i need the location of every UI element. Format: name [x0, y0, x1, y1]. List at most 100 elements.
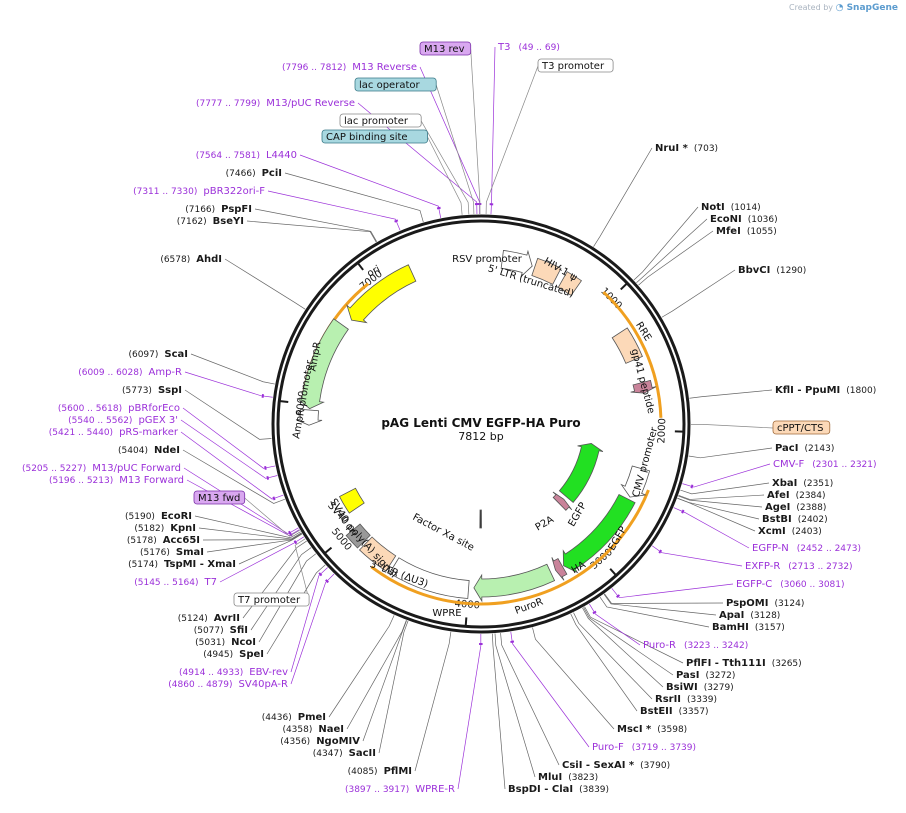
cut-site-pcii[interactable]: (7466)PciI — [226, 168, 282, 179]
cut-site-afei[interactable]: AfeI(2384) — [767, 490, 826, 501]
primer-m13-puc-reverse[interactable]: (7777 .. 7799)M13/pUC Reverse — [196, 98, 355, 109]
primer-position: (3060 .. 3081) — [780, 580, 844, 590]
cut-site-csii-sexai[interactable]: CsiI - SexAI *(3790) — [562, 760, 670, 771]
cut-site-smai[interactable]: (5176)SmaI — [140, 547, 204, 558]
cut-site-acc65i[interactable]: (5178)Acc65I — [127, 535, 200, 546]
primer-puro-r[interactable]: Puro-R(3223 .. 3242) — [643, 640, 748, 651]
feature-puror[interactable] — [474, 564, 555, 601]
cut-site-paci[interactable]: PacI(2143) — [775, 443, 834, 454]
primer-position: (49 .. 69) — [518, 43, 559, 53]
feature-factor-xa-site[interactable] — [480, 510, 482, 528]
primer-m13-forward[interactable]: (5196 .. 5213)M13 Forward — [49, 475, 184, 486]
cut-site-ndei[interactable]: (5404)NdeI — [118, 445, 180, 456]
primer-ebv-rev[interactable]: (4914 .. 4933)EBV-rev — [179, 667, 288, 678]
cut-site-bbvci[interactable]: BbvCI(1290) — [738, 265, 806, 276]
cut-site-ecori[interactable]: (5190)EcoRI — [125, 511, 192, 522]
primer-prs-marker[interactable]: (5421 .. 5440)pRS-marker — [49, 427, 179, 438]
cut-site-position: (3790) — [640, 761, 670, 771]
primer-leader-egfp-c — [612, 584, 733, 598]
primer-name: pBRforEco — [128, 403, 180, 414]
primer-m13-puc-forward[interactable]: (5205 .. 5227)M13/pUC Forward — [22, 463, 181, 474]
cut-site-pmei[interactable]: (4436)PmeI — [262, 712, 326, 723]
feature-tag-lac-promoter[interactable]: lac promoter — [340, 114, 421, 127]
primer-l4440[interactable]: (7564 .. 7581)L4440 — [196, 150, 297, 161]
cut-site-sfii[interactable]: (5077)SfiI — [194, 625, 248, 636]
cut-site-pflfi-tth111i[interactable]: PflFI - Tth111I(3265) — [686, 658, 802, 669]
primer-pbr322ori-f[interactable]: (7311 .. 7330)pBR322ori-F — [133, 186, 265, 197]
cut-site-position: (3265) — [772, 659, 802, 669]
leader-nrui — [594, 148, 652, 247]
cut-site-name: PciI — [262, 168, 282, 179]
cut-site-name: MscI * — [617, 724, 652, 735]
cut-site-pasi[interactable]: PasI(3272) — [676, 670, 735, 681]
cut-site-scai[interactable]: (6097)ScaI — [128, 349, 188, 360]
feature-tag-cap-binding-site[interactable]: CAP binding site — [322, 130, 428, 143]
primer-m13-reverse[interactable]: (7796 .. 7812)M13 Reverse — [282, 62, 417, 73]
feature-egfp[interactable] — [559, 443, 602, 502]
cut-site-xcmi[interactable]: XcmI(2403) — [758, 526, 822, 537]
cut-site-mfei[interactable]: MfeI(1055) — [716, 226, 777, 237]
primer-position: (4860 .. 4879) — [168, 680, 232, 690]
primer-t3[interactable]: T3(49 .. 69) — [497, 42, 560, 53]
cut-site-bamhi[interactable]: BamHI(3157) — [712, 622, 785, 633]
primer-egfp-n[interactable]: EGFP-N(2452 .. 2473) — [752, 543, 861, 554]
cut-site-kfli-ppumi[interactable]: KflI - PpuMI(1800) — [775, 385, 876, 396]
primer-egfp-c[interactable]: EGFP-C(3060 .. 3081) — [736, 579, 845, 590]
cut-site-xbai[interactable]: XbaI(2351) — [772, 478, 833, 489]
primer-name: EXFP-R — [745, 561, 780, 572]
feature-tag-leader-cap-binding-site — [428, 137, 463, 215]
cut-site-econi[interactable]: EcoNI(1036) — [710, 214, 778, 225]
cut-site-ahdi[interactable]: (6578)AhdI — [160, 254, 222, 265]
feature-tag-t3-promoter[interactable]: T3 promoter — [538, 59, 613, 72]
primer-cmv-f[interactable]: CMV-F(2301 .. 2321) — [773, 459, 877, 470]
cut-site-name: SacII — [349, 748, 376, 759]
primer-pgex-3[interactable]: (5540 .. 5562)pGEX 3' — [68, 415, 178, 426]
primer-puro-f[interactable]: Puro-F(3719 .. 3739) — [592, 742, 696, 753]
primer-t7[interactable]: (5145 .. 5164)T7 — [134, 577, 217, 588]
cut-site-naei[interactable]: (4358)NaeI — [282, 724, 344, 735]
leader-ngomiv — [363, 620, 407, 741]
cut-site-spei[interactable]: (4945)SpeI — [203, 649, 264, 660]
cut-site-avrii[interactable]: (5124)AvrII — [178, 613, 240, 624]
primer-pbrforeco[interactable]: (5600 .. 5618) pBRforEco — [58, 403, 180, 414]
primer-position: (5600 .. 5618) — [58, 404, 122, 414]
cut-site-bstbi[interactable]: BstBI(2402) — [762, 514, 828, 525]
cut-site-pspfi[interactable]: (7166)PspFI — [185, 204, 252, 215]
cut-site-ngomiv[interactable]: (4356)NgoMIV — [280, 736, 360, 747]
cut-site-ncoi[interactable]: (5031)NcoI — [195, 637, 256, 648]
primer-name: pGEX 3' — [138, 415, 178, 426]
leader-bseyi — [247, 221, 376, 242]
feature-tag-t7-promoter[interactable]: T7 promoter — [234, 593, 309, 606]
cut-site-pflmi[interactable]: (4085)PflMI — [348, 766, 412, 777]
cut-site-mlui[interactable]: MluI(3823) — [538, 772, 598, 783]
cut-site-name: ApaI — [719, 610, 744, 621]
cut-site-bseyi[interactable]: (7162)BseYI — [177, 216, 244, 227]
cut-site-pspomi[interactable]: PspOMI(3124) — [726, 598, 804, 609]
feature-tag-lac-operator[interactable]: lac operator — [355, 78, 436, 91]
primer-exfp-r[interactable]: EXFP-R(2713 .. 2732) — [745, 561, 853, 572]
primer-sv40pa-r[interactable]: (4860 .. 4879)SV40pA-R — [168, 679, 288, 690]
cut-site-sacii[interactable]: (4347)SacII — [313, 748, 376, 759]
cut-site-sspi[interactable]: (5773)SspI — [122, 385, 182, 396]
cut-site-nrui[interactable]: NruI *(703) — [655, 143, 718, 154]
feature-tag-m13-rev[interactable]: M13 rev — [420, 42, 471, 55]
tick-mark-3000 — [610, 569, 615, 575]
cut-site-name: AfeI — [767, 490, 790, 501]
cut-site-bsiwi[interactable]: BsiWI(3279) — [666, 682, 734, 693]
primer-amp-r[interactable]: (6009 .. 6028)Amp-R — [78, 367, 182, 378]
tick-mark-4000 — [466, 617, 467, 625]
primer-name: M13/pUC Forward — [92, 463, 181, 474]
cut-site-tspmi-xmai[interactable]: (5174)TspMI - XmaI — [128, 559, 236, 570]
cut-site-apai[interactable]: ApaI(3128) — [719, 610, 780, 621]
cut-site-agei[interactable]: AgeI(2388) — [765, 502, 826, 513]
cut-site-rsrii[interactable]: RsrII(3339) — [655, 694, 717, 705]
cut-site-noti[interactable]: NotI(1014) — [701, 202, 761, 213]
cut-site-bsteii[interactable]: BstEII(3357) — [640, 706, 709, 717]
feature-tag-m13-fwd[interactable]: M13 fwd — [194, 491, 245, 504]
feature-tag-cppt-cts[interactable]: cPPT/CTS — [773, 421, 830, 434]
primer-wpre-r[interactable]: (3897 .. 3917)WPRE-R — [345, 784, 455, 795]
cut-site-kpni[interactable]: (5182)KpnI — [134, 523, 196, 534]
cut-site-bspdi-clai[interactable]: BspDI - ClaI(3839) — [508, 784, 609, 795]
primer-name: Puro-F — [592, 742, 624, 753]
cut-site-msci[interactable]: MscI *(3598) — [617, 724, 687, 735]
